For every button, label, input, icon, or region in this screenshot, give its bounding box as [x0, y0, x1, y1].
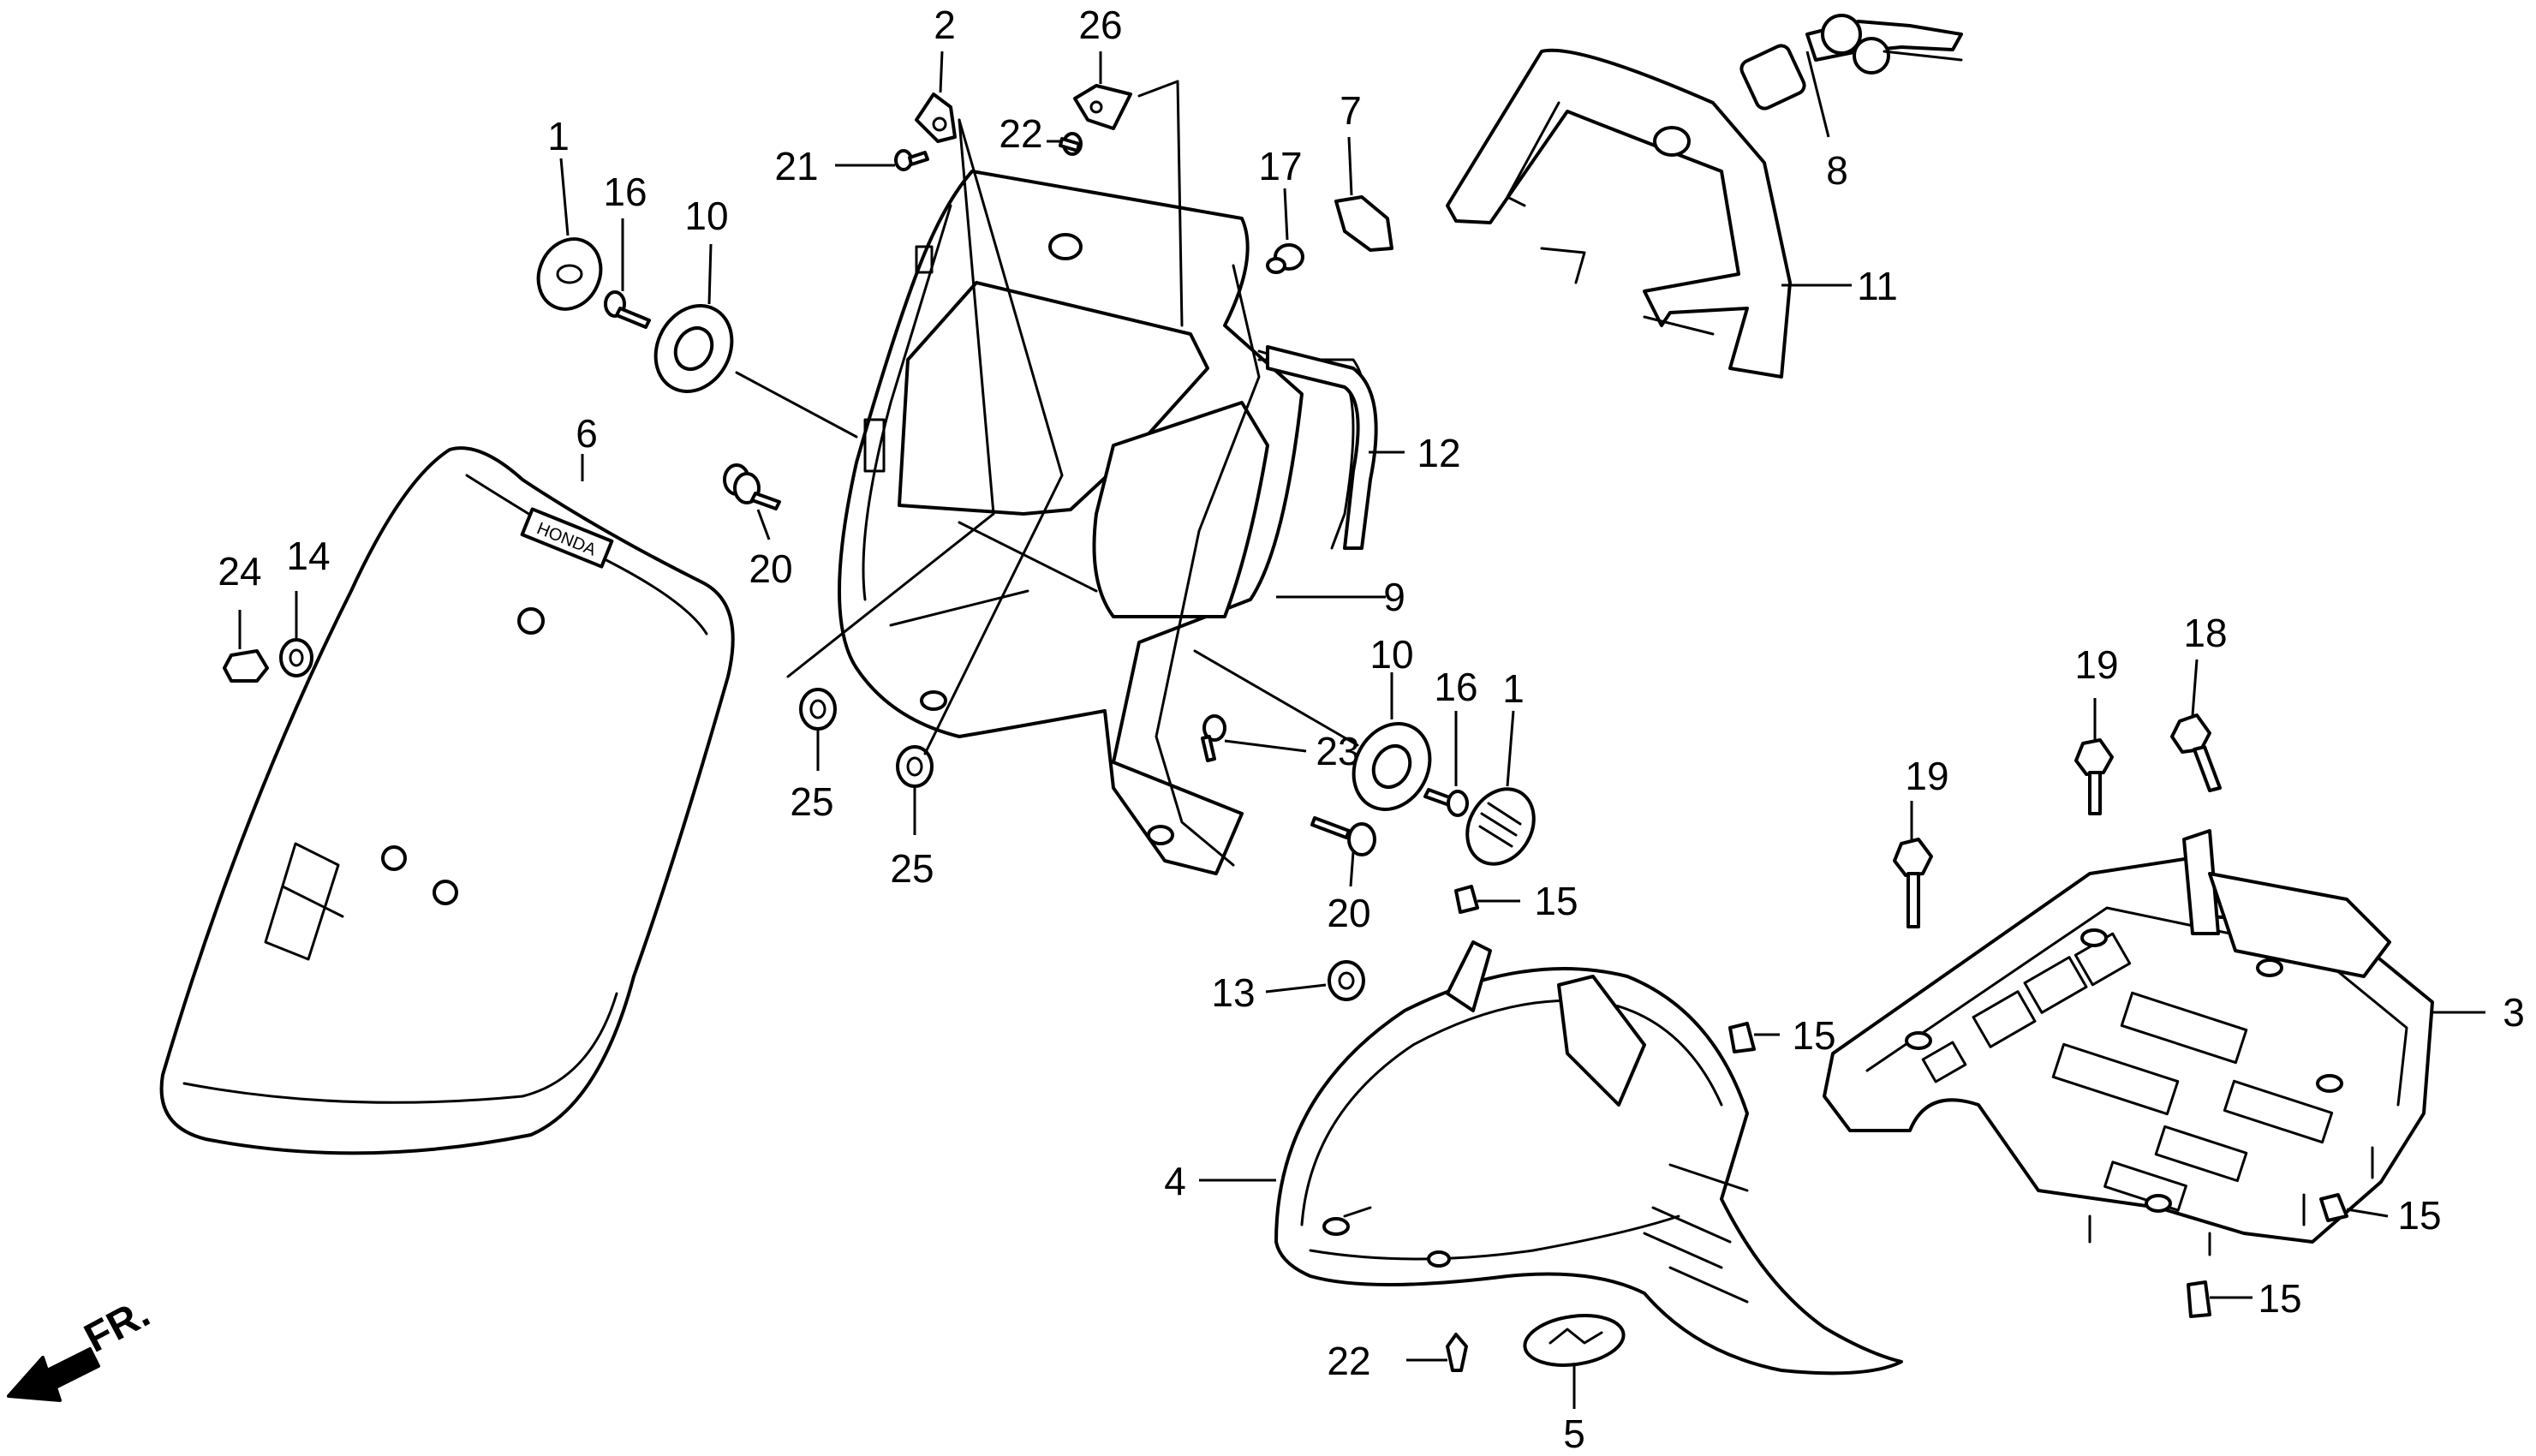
callout-16-lower: 16: [1434, 665, 1477, 709]
part-bolt-lower: [1310, 816, 1376, 856]
callout-16-upper: 16: [603, 170, 647, 214]
callout-2: 2: [934, 3, 956, 47]
part-floor-step: [1823, 829, 2434, 1256]
part-rubber-mount-lower: [1352, 722, 1432, 811]
part-clip-7: [1334, 195, 1393, 252]
part-screw-22-upper: [1059, 132, 1083, 156]
part-rear-grab-handle: [1446, 48, 1792, 379]
part-nut-13: [1328, 960, 1365, 1001]
part-inner-rack: [838, 170, 1370, 875]
part-screw-22-lower: [1446, 1333, 1468, 1372]
part-bolt-19-left: [1893, 838, 1933, 928]
part-emblem: [1523, 1314, 1626, 1367]
callout-25-right: 25: [890, 846, 934, 891]
callout-15-a: 15: [1534, 879, 1578, 923]
part-cap-nut: [223, 649, 269, 683]
callout-1-lower: 1: [1502, 666, 1525, 711]
part-bolt-19-right: [2074, 738, 2114, 815]
callout-7: 7: [1340, 88, 1362, 133]
callout-19-right: 19: [2074, 642, 2118, 687]
callout-22-upper: 22: [999, 111, 1042, 156]
part-speed-nut-d: [2187, 1280, 2211, 1318]
part-front-cover: HONDA: [159, 446, 735, 1155]
part-cover-plug-lower: [1465, 787, 1536, 866]
callout-23: 23: [1316, 729, 1359, 773]
direction-arrow-icon: [7, 1347, 100, 1402]
part-rubber-strip: [1266, 345, 1378, 550]
part-bolt-18: [2170, 713, 2222, 792]
callout-8: 8: [1826, 148, 1848, 193]
part-grommet-left: [799, 688, 837, 731]
callout-1-upper: 1: [547, 114, 570, 158]
part-screw-21: [894, 149, 929, 171]
callout-15-d: 15: [2258, 1276, 2301, 1321]
part-screw-23: [1201, 714, 1226, 762]
callout-4: 4: [1164, 1159, 1186, 1203]
front-direction-indicator: FR.: [7, 1291, 157, 1402]
callout-13: 13: [1211, 970, 1255, 1015]
part-clip: [915, 92, 957, 143]
callout-3: 3: [2503, 990, 2525, 1035]
callout-15-c: 15: [2397, 1193, 2441, 1238]
part-speed-nut-c: [2319, 1193, 2348, 1222]
callout-labels: 1 16 10 2 21 22 26 17 7 8 11 12 6 24 14 …: [218, 3, 2524, 1456]
part-speed-nut-a: [1454, 885, 1479, 914]
callout-12: 12: [1417, 431, 1460, 475]
part-cover-plug-upper: [536, 237, 603, 311]
part-grommet-right: [896, 745, 934, 788]
part-washer: [279, 638, 313, 677]
part-key-set: [1739, 14, 1963, 110]
callout-9: 9: [1383, 575, 1405, 619]
callout-14: 14: [286, 534, 330, 578]
callout-20-lower: 20: [1327, 891, 1370, 935]
callout-15-b: 15: [1792, 1013, 1835, 1058]
part-nut-17: [1266, 243, 1304, 274]
callout-25-left: 25: [790, 779, 833, 824]
callout-18: 18: [2183, 611, 2227, 655]
part-speed-nut-b: [1728, 1022, 1756, 1053]
leader-lines: [238, 51, 2485, 1409]
part-rubber-mount-upper: [653, 304, 734, 393]
callout-10-upper: 10: [684, 194, 728, 238]
part-screw-upper: [604, 290, 651, 329]
callout-6: 6: [576, 411, 598, 456]
callout-11: 11: [1857, 264, 1898, 308]
part-screw-lower: [1423, 788, 1469, 817]
callout-20-upper: 20: [749, 546, 792, 591]
callout-5: 5: [1563, 1411, 1585, 1456]
callout-10-lower: 10: [1369, 632, 1413, 677]
part-bolt-upper: [723, 463, 781, 510]
callout-17: 17: [1258, 144, 1302, 188]
callout-21: 21: [774, 144, 818, 188]
callout-22-lower: 22: [1327, 1339, 1370, 1383]
callout-24: 24: [218, 549, 261, 594]
part-front-fender: [1274, 940, 1903, 1375]
callout-19-left: 19: [1905, 754, 1948, 798]
part-bracket: [1073, 84, 1132, 130]
callout-26: 26: [1078, 3, 1122, 47]
